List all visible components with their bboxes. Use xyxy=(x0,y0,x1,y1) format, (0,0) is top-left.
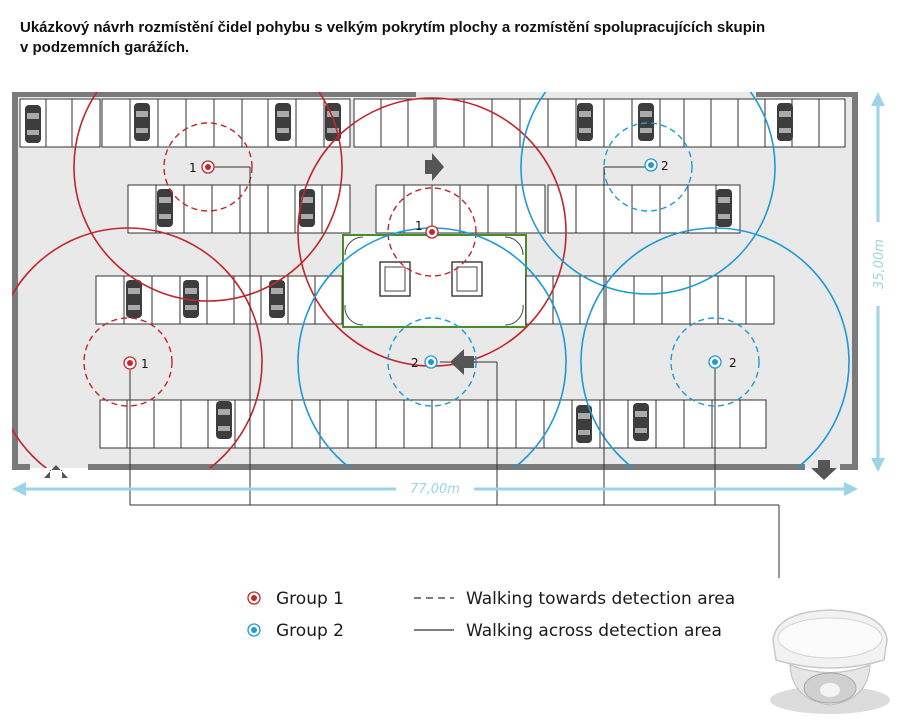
legend-dashed: Walking towards detection area xyxy=(414,589,735,609)
motion-sensor-device-image xyxy=(770,609,890,714)
legend-group-1: Group 1 xyxy=(247,589,344,609)
car-icon xyxy=(126,280,142,318)
sensor-group-number: 2 xyxy=(411,356,419,370)
exit-arrow-down-icon xyxy=(811,460,837,480)
sensor-icon: 2 xyxy=(708,355,737,370)
sensor-group-number: 2 xyxy=(661,159,669,173)
parking-row-top-d xyxy=(353,98,435,148)
parking-row-bottom-d xyxy=(599,399,767,449)
parked-cars xyxy=(25,103,793,443)
parking-row-2-e xyxy=(547,184,741,234)
central-stair-core xyxy=(342,234,527,328)
title-line-1: Ukázkový návrh rozmístění čidel pohybu s… xyxy=(20,19,766,36)
garage-walls xyxy=(12,92,858,470)
car-icon xyxy=(134,103,150,141)
legend-dashed-label: Walking towards detection area xyxy=(466,589,735,609)
parking-row-3-c xyxy=(525,275,607,325)
sensor-icon: 1 xyxy=(189,160,215,175)
legend: Group 1 Group 2 Walking towards detectio… xyxy=(247,589,735,641)
car-icon xyxy=(633,403,649,441)
sensor-group-number: 2 xyxy=(729,356,737,370)
car-icon xyxy=(216,401,232,439)
sensor-group-number: 1 xyxy=(189,161,197,175)
car-icon xyxy=(576,405,592,443)
dimension-height: 35,00m xyxy=(866,92,890,472)
legend-group-2-label: Group 2 xyxy=(276,621,344,641)
legend-solid-label: Walking across detection area xyxy=(466,621,722,641)
legend-group-1-label: Group 1 xyxy=(276,589,344,609)
sensor-icon: 1 xyxy=(415,219,439,239)
direction-arrows xyxy=(44,153,837,480)
car-icon xyxy=(777,103,793,141)
parking-row-3-b xyxy=(179,275,343,325)
width-label: 77,00m xyxy=(410,482,460,497)
car-icon xyxy=(638,103,654,141)
arrow-left-icon xyxy=(450,349,474,375)
sensor-wiring xyxy=(129,166,780,578)
parking-row-bottom-c xyxy=(431,399,601,449)
parking-row-top-e xyxy=(435,98,521,148)
parking-row-bottom-a xyxy=(99,399,265,449)
detection-zone-group2-a xyxy=(520,92,776,295)
car-icon xyxy=(275,103,291,141)
dimension-width: 77,00m xyxy=(12,478,858,498)
legend-solid: Walking across detection area xyxy=(414,621,722,641)
parking-row-top-f xyxy=(519,98,685,148)
car-icon xyxy=(157,189,173,227)
sensor-icon: 2 xyxy=(411,355,438,370)
detection-zone-group1-a xyxy=(73,92,343,302)
arrow-right-icon xyxy=(425,153,444,181)
sensor-group-number: 1 xyxy=(415,219,423,233)
parking-row-2-d xyxy=(459,184,546,234)
detection-zone-group1-b xyxy=(12,227,263,468)
parking-row-bottom-b xyxy=(263,399,433,449)
sensors: 1 1 1 2 2 2 xyxy=(123,158,737,371)
car-icon xyxy=(716,189,732,227)
legend-group-2: Group 2 xyxy=(247,621,344,641)
car-icon xyxy=(269,280,285,318)
height-label: 35,00m xyxy=(872,239,887,289)
car-icon xyxy=(577,103,593,141)
parking-row-top-b xyxy=(101,98,269,148)
diagram-title: Ukázkový návrh rozmístění čidel pohybu s… xyxy=(20,18,840,58)
parking-row-top-g xyxy=(683,98,846,148)
sensor-icon: 2 xyxy=(644,158,669,173)
car-icon xyxy=(299,189,315,227)
sensor-group-number: 1 xyxy=(141,357,149,371)
parking-row-2-c xyxy=(375,184,461,234)
car-icon xyxy=(25,105,41,143)
car-icon xyxy=(183,280,199,318)
parking-row-2-a xyxy=(127,184,269,234)
parking-row-3-d xyxy=(605,275,775,325)
sensor-icon: 1 xyxy=(123,356,149,371)
entry-arrow-up-icon xyxy=(44,465,68,478)
title-line-2: v podzemních garážích. xyxy=(20,39,190,56)
detection-zone-group2-c xyxy=(580,227,850,468)
